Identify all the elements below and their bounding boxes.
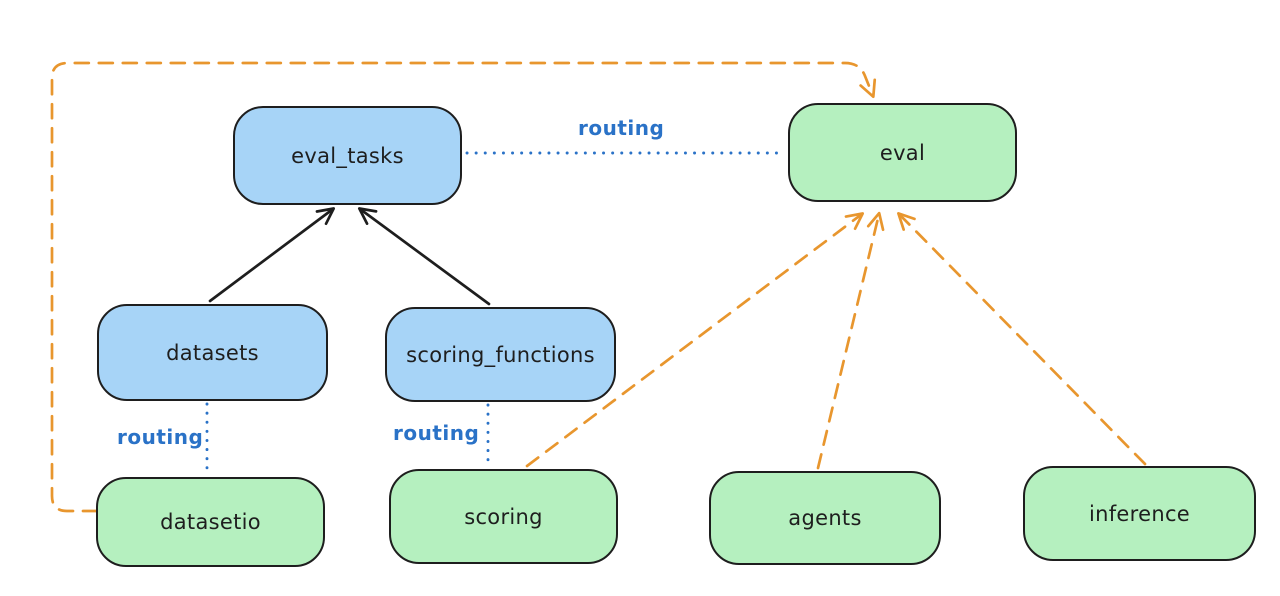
node-scoring: scoring (389, 469, 618, 564)
node-scoring-functions: scoring_functions (385, 307, 616, 402)
node-eval: eval (788, 103, 1017, 202)
edge-inference-to-eval (897, 212, 1147, 466)
node-agents-label: agents (788, 506, 862, 530)
edge-label-routing-scoring: routing (393, 421, 480, 445)
node-datasetio-label: datasetio (160, 510, 261, 534)
edge-datasetio-to-eval (50, 61, 877, 513)
node-scoring-label: scoring (464, 504, 543, 529)
edge-scoring-to-eval (525, 212, 865, 468)
node-datasetio: datasetio (96, 477, 325, 567)
edge-datasets-to-eval-tasks (208, 207, 336, 303)
node-datasets-label: datasets (166, 340, 259, 365)
edge-scoring-functions-to-eval-tasks (357, 207, 491, 306)
node-inference: inference (1023, 466, 1256, 561)
node-eval-tasks: eval_tasks (233, 106, 462, 205)
node-scoring-functions-label: scoring_functions (406, 342, 595, 367)
edge-label-routing-datasetio: routing (117, 425, 204, 449)
node-eval-tasks-label: eval_tasks (291, 143, 404, 168)
edge-label-routing-top: routing (578, 116, 665, 140)
node-eval-label: eval (879, 140, 926, 165)
node-datasets: datasets (97, 304, 328, 401)
node-agents: agents (709, 471, 941, 565)
edge-agents-to-eval (816, 211, 885, 470)
node-inference-label: inference (1088, 501, 1191, 526)
